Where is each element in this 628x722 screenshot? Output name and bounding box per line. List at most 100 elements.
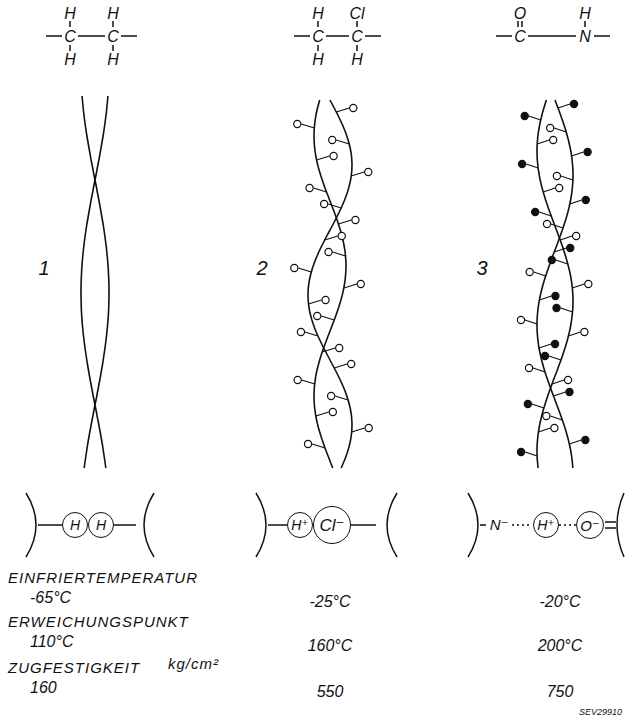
side-group-bond	[322, 348, 335, 352]
side-group-bond	[335, 396, 348, 400]
atom-symbol: H	[579, 6, 591, 22]
side-group-bond	[539, 212, 551, 216]
side-group-bond	[321, 316, 334, 320]
side-group-bond	[556, 260, 568, 264]
ion-symbol: N⁻	[490, 517, 509, 532]
filled-atom	[521, 112, 528, 119]
side-group-bond	[539, 296, 551, 300]
callout-number: 3	[476, 258, 487, 278]
side-group-bond	[298, 268, 311, 272]
open-atom	[550, 136, 557, 143]
open-atom	[517, 316, 524, 323]
filled-atom	[584, 148, 591, 155]
side-group-bond	[336, 108, 349, 112]
atom-symbol: Cl	[349, 6, 364, 22]
side-group-bond	[316, 412, 329, 416]
atom-symbol: H⁺	[537, 518, 555, 532]
filled-atom	[567, 244, 574, 251]
atom-symbol: C	[351, 29, 363, 45]
atom-symbol: H	[96, 518, 106, 532]
side-group-bond	[549, 356, 561, 360]
atom-symbol: H	[312, 6, 324, 22]
atom-symbol: H⁺	[291, 518, 309, 532]
property-value: 550	[317, 684, 344, 700]
open-atom	[526, 268, 533, 275]
atom-symbol: N	[579, 29, 591, 45]
side-group-bond	[551, 224, 563, 228]
open-atom	[330, 152, 337, 159]
side-group-bond	[560, 236, 572, 240]
open-atom	[294, 120, 301, 127]
chain-strand	[537, 100, 573, 468]
open-atom	[556, 184, 563, 191]
side-group-bond	[572, 284, 584, 288]
side-group-bond	[302, 380, 315, 384]
side-group-bond	[558, 104, 570, 108]
open-atom	[365, 168, 372, 175]
atom-symbol: H	[351, 52, 363, 68]
filled-atom	[524, 400, 531, 407]
side-group-bond	[309, 300, 322, 304]
property-value: 160°C	[308, 638, 353, 654]
open-atom	[306, 184, 313, 191]
open-atom	[328, 392, 335, 399]
filled-atom	[519, 160, 526, 167]
figure-code: SEV29910	[579, 708, 622, 717]
open-atom	[304, 440, 311, 447]
open-atom	[338, 232, 345, 239]
side-group-bond	[328, 204, 341, 208]
filled-atom	[570, 100, 577, 107]
atom-symbol: H	[107, 52, 119, 68]
callout-number: 1	[38, 258, 49, 278]
side-group-bond	[305, 332, 318, 336]
open-atom	[573, 232, 580, 239]
atom-symbol: Cl⁻	[319, 517, 344, 534]
side-group-bond	[314, 188, 327, 192]
open-atom	[348, 360, 355, 367]
side-group-bond	[534, 272, 546, 276]
side-group-bond	[333, 252, 346, 256]
open-atom	[581, 328, 588, 335]
open-atom	[297, 328, 304, 335]
side-group-bond	[561, 308, 573, 312]
open-atom	[525, 364, 532, 371]
open-atom	[322, 296, 329, 303]
side-group-bond	[525, 320, 537, 324]
filled-atom	[532, 208, 539, 215]
open-atom	[543, 220, 550, 227]
open-atom	[352, 216, 359, 223]
side-group-bond	[554, 128, 566, 132]
filled-atom	[566, 388, 573, 395]
side-group-bond	[561, 176, 573, 180]
atom-symbol: O	[514, 6, 526, 22]
side-group-bond	[338, 220, 351, 224]
atom-symbol: H	[70, 518, 80, 532]
open-atom	[321, 200, 328, 207]
atom-symbol: H	[64, 6, 76, 22]
side-group-bond	[550, 416, 562, 420]
side-group-bond	[553, 392, 565, 396]
atom-symbol: O⁻	[580, 518, 600, 533]
atom-circle: H	[62, 512, 88, 538]
atom-symbol: C	[107, 29, 119, 45]
side-group-bond	[301, 124, 314, 128]
side-group-bond	[317, 156, 330, 160]
side-group-bond	[538, 428, 550, 432]
side-group-bond	[334, 364, 347, 368]
chain-strand	[81, 96, 108, 468]
chain-strand	[308, 100, 352, 468]
side-group-bond	[336, 140, 349, 144]
property-value: 110°C	[30, 634, 73, 650]
open-atom	[551, 424, 558, 431]
property-value: -65°C	[30, 590, 71, 606]
filled-atom	[582, 436, 589, 443]
chain-strand	[314, 100, 346, 468]
open-atom	[365, 424, 372, 431]
open-atom	[329, 408, 336, 415]
side-group-bond	[526, 164, 538, 168]
open-atom	[564, 376, 571, 383]
open-atom	[314, 312, 321, 319]
side-group-bond	[552, 380, 564, 384]
open-atom	[294, 376, 301, 383]
open-atom	[325, 248, 332, 255]
